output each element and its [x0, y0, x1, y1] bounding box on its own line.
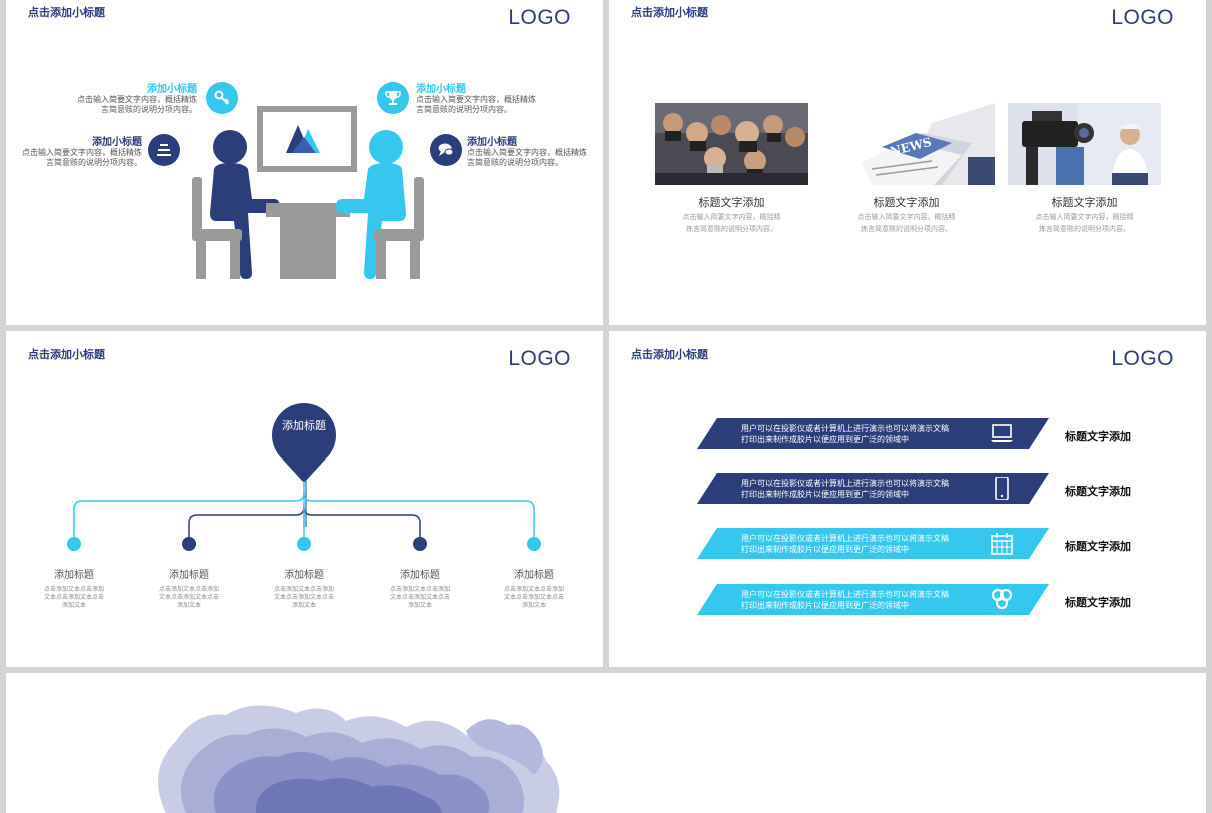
item-title: 添加小标题: [92, 137, 142, 148]
photo-card: 标题文字添加 点击输入简要文字内容，概括精 炼言简意赅的说明分项内容。: [1008, 194, 1161, 234]
slide-banners[interactable]: 点击添加小标题 LOGO 用户可以在投影仪或者计算机上进行演示也可以将演示文稿打…: [609, 331, 1206, 667]
logo: LOGO: [1111, 6, 1174, 29]
banner-text: 用户可以在投影仪或者计算机上进行演示也可以将演示文稿打印出来制作成胶片以便应用到…: [741, 424, 949, 444]
card-desc: 点击输入简要文字内容，概括精: [1035, 213, 1134, 221]
card-desc: 炼言简意赅的说明分项内容。: [1039, 225, 1130, 233]
video-camera-photo: [1008, 103, 1161, 185]
slide-photo-cards[interactable]: 点击添加小标题 LOGO NEWS: [609, 0, 1206, 325]
item-top-right: 添加小标题 点击输入简要文字内容，概括精炼 言简意赅的说明分项内容。: [416, 80, 576, 115]
item-desc: 言简意赅的说明分项内容。: [101, 105, 197, 114]
calendar-icon: [991, 533, 1013, 555]
item-title: 添加小标题: [147, 84, 197, 95]
recycle-icon: [991, 588, 1013, 610]
node-title: 添加标题: [54, 570, 94, 581]
slide-subtitle: 点击添加小标题: [631, 348, 708, 361]
node-title: 添加标题: [514, 570, 554, 581]
item-desc: 言简意赅的说明分项内容。: [416, 105, 512, 114]
slide-subtitle: 点击添加小标题: [28, 348, 105, 361]
logo: LOGO: [508, 6, 571, 29]
photo-card: 标题文字添加 点击输入简要文字内容，概括精 炼言简意赅的说明分项内容。: [830, 194, 983, 234]
banner-text: 用户可以在投影仪或者计算机上进行演示也可以将演示文稿打印出来制作成胶片以便应用到…: [741, 590, 949, 610]
node-desc: 点击添加文本点击添加文本点击添加文本点击添加文本: [43, 586, 104, 609]
slide-meeting[interactable]: 点击添加小标题 LOGO 添加小标题 点击输入简要文字内容，概括精炼 言简意赅的…: [6, 0, 603, 325]
slide-subtitle: 点击添加小标题: [28, 6, 105, 19]
node-desc: 点击添加文本点击添加文本点击添加文本点击添加文本: [389, 586, 450, 609]
node-desc: 点击添加文本点击添加文本点击添加文本点击添加文本: [273, 586, 334, 609]
chat-icon: [430, 134, 462, 166]
key-icon: [206, 82, 238, 114]
card-desc: 点击输入简要文字内容，概括精: [857, 213, 956, 221]
item-desc: 言简意赅的说明分项内容。: [46, 158, 142, 167]
item-title: 添加小标题: [467, 137, 517, 148]
photographers-photo: [655, 103, 808, 185]
banner-label: 标题文字添加: [1065, 430, 1131, 443]
banner-text: 用户可以在投影仪或者计算机上进行演示也可以将演示文稿打印出来制作成胶片以便应用到…: [741, 534, 949, 554]
trophy-icon: [377, 82, 409, 114]
node-title: 添加标题: [400, 570, 440, 581]
card-desc: 点击输入简要文字内容，概括精: [682, 213, 781, 221]
card-title: 标题文字添加: [873, 196, 940, 209]
card-desc: 炼言简意赅的说明分项内容。: [861, 225, 952, 233]
card-title: 标题文字添加: [698, 196, 765, 209]
node-desc: 点击添加文本点击添加文本点击添加文本点击添加文本: [158, 586, 219, 609]
phone-icon: [995, 477, 1009, 500]
meeting-illustration: [192, 106, 424, 279]
item-desc: 点击输入简要文字内容，概括精炼: [467, 148, 587, 157]
card-desc: 炼言简意赅的说明分项内容。: [686, 225, 777, 233]
node-title: 添加标题: [169, 570, 209, 581]
item-mid-right: 添加小标题 点击输入简要文字内容，概括精炼 言简意赅的说明分项内容。: [467, 133, 603, 168]
center-title: 添加标题: [282, 419, 326, 432]
item-top-left: 添加小标题 点击输入简要文字内容，概括精炼 言简意赅的说明分项内容。: [46, 80, 197, 115]
newspaper-photo: NEWS: [842, 103, 995, 185]
node-desc: 点击添加文本点击添加文本点击添加文本点击添加文本: [503, 586, 564, 609]
banner-text: 用户可以在投影仪或者计算机上进行演示也可以将演示文稿打印出来制作成胶片以便应用到…: [741, 479, 949, 499]
item-title: 添加小标题: [416, 84, 466, 95]
banner-row: 用户可以在投影仪或者计算机上进行演示也可以将演示文稿打印出来制作成胶片以便应用到…: [697, 528, 1049, 559]
slide-subtitle: 点击添加小标题: [631, 6, 708, 19]
node-title: 添加标题: [284, 570, 324, 581]
banner-row: 用户可以在投影仪或者计算机上进行演示也可以将演示文稿打印出来制作成胶片以便应用到…: [697, 473, 1049, 504]
banner-row: 用户可以在投影仪或者计算机上进行演示也可以将演示文稿打印出来制作成胶片以便应用到…: [697, 584, 1049, 615]
item-desc: 点击输入简要文字内容，概括精炼: [416, 95, 536, 104]
laptop-icon: [991, 424, 1013, 442]
banner-label: 标题文字添加: [1065, 540, 1131, 553]
list-icon: [148, 134, 180, 166]
watercolor-splash: [158, 705, 560, 813]
card-title: 标题文字添加: [1051, 196, 1118, 209]
banner-label: 标题文字添加: [1065, 596, 1131, 609]
banner-label: 标题文字添加: [1065, 485, 1131, 498]
logo: LOGO: [1111, 347, 1174, 370]
item-desc: 点击输入简要文字内容，概括精炼: [22, 148, 142, 157]
slide-watercolor[interactable]: [6, 673, 1206, 813]
item-mid-left: 添加小标题 点击输入简要文字内容，概括精炼 言简意赅的说明分项内容。: [16, 133, 142, 168]
banner-row: 用户可以在投影仪或者计算机上进行演示也可以将演示文稿打印出来制作成胶片以便应用到…: [697, 418, 1049, 449]
slide-tree-diagram[interactable]: 点击添加小标题 LOGO 添加标题 添加标题 点击添加文本点击添加文本点击添加文…: [6, 331, 603, 667]
logo: LOGO: [508, 347, 571, 370]
photo-card: 标题文字添加 点击输入简要文字内容，概括精 炼言简意赅的说明分项内容。: [655, 194, 808, 234]
tree-lines: [67, 403, 541, 551]
item-desc: 点击输入简要文字内容，概括精炼: [77, 95, 197, 104]
item-desc: 言简意赅的说明分项内容。: [467, 158, 563, 167]
